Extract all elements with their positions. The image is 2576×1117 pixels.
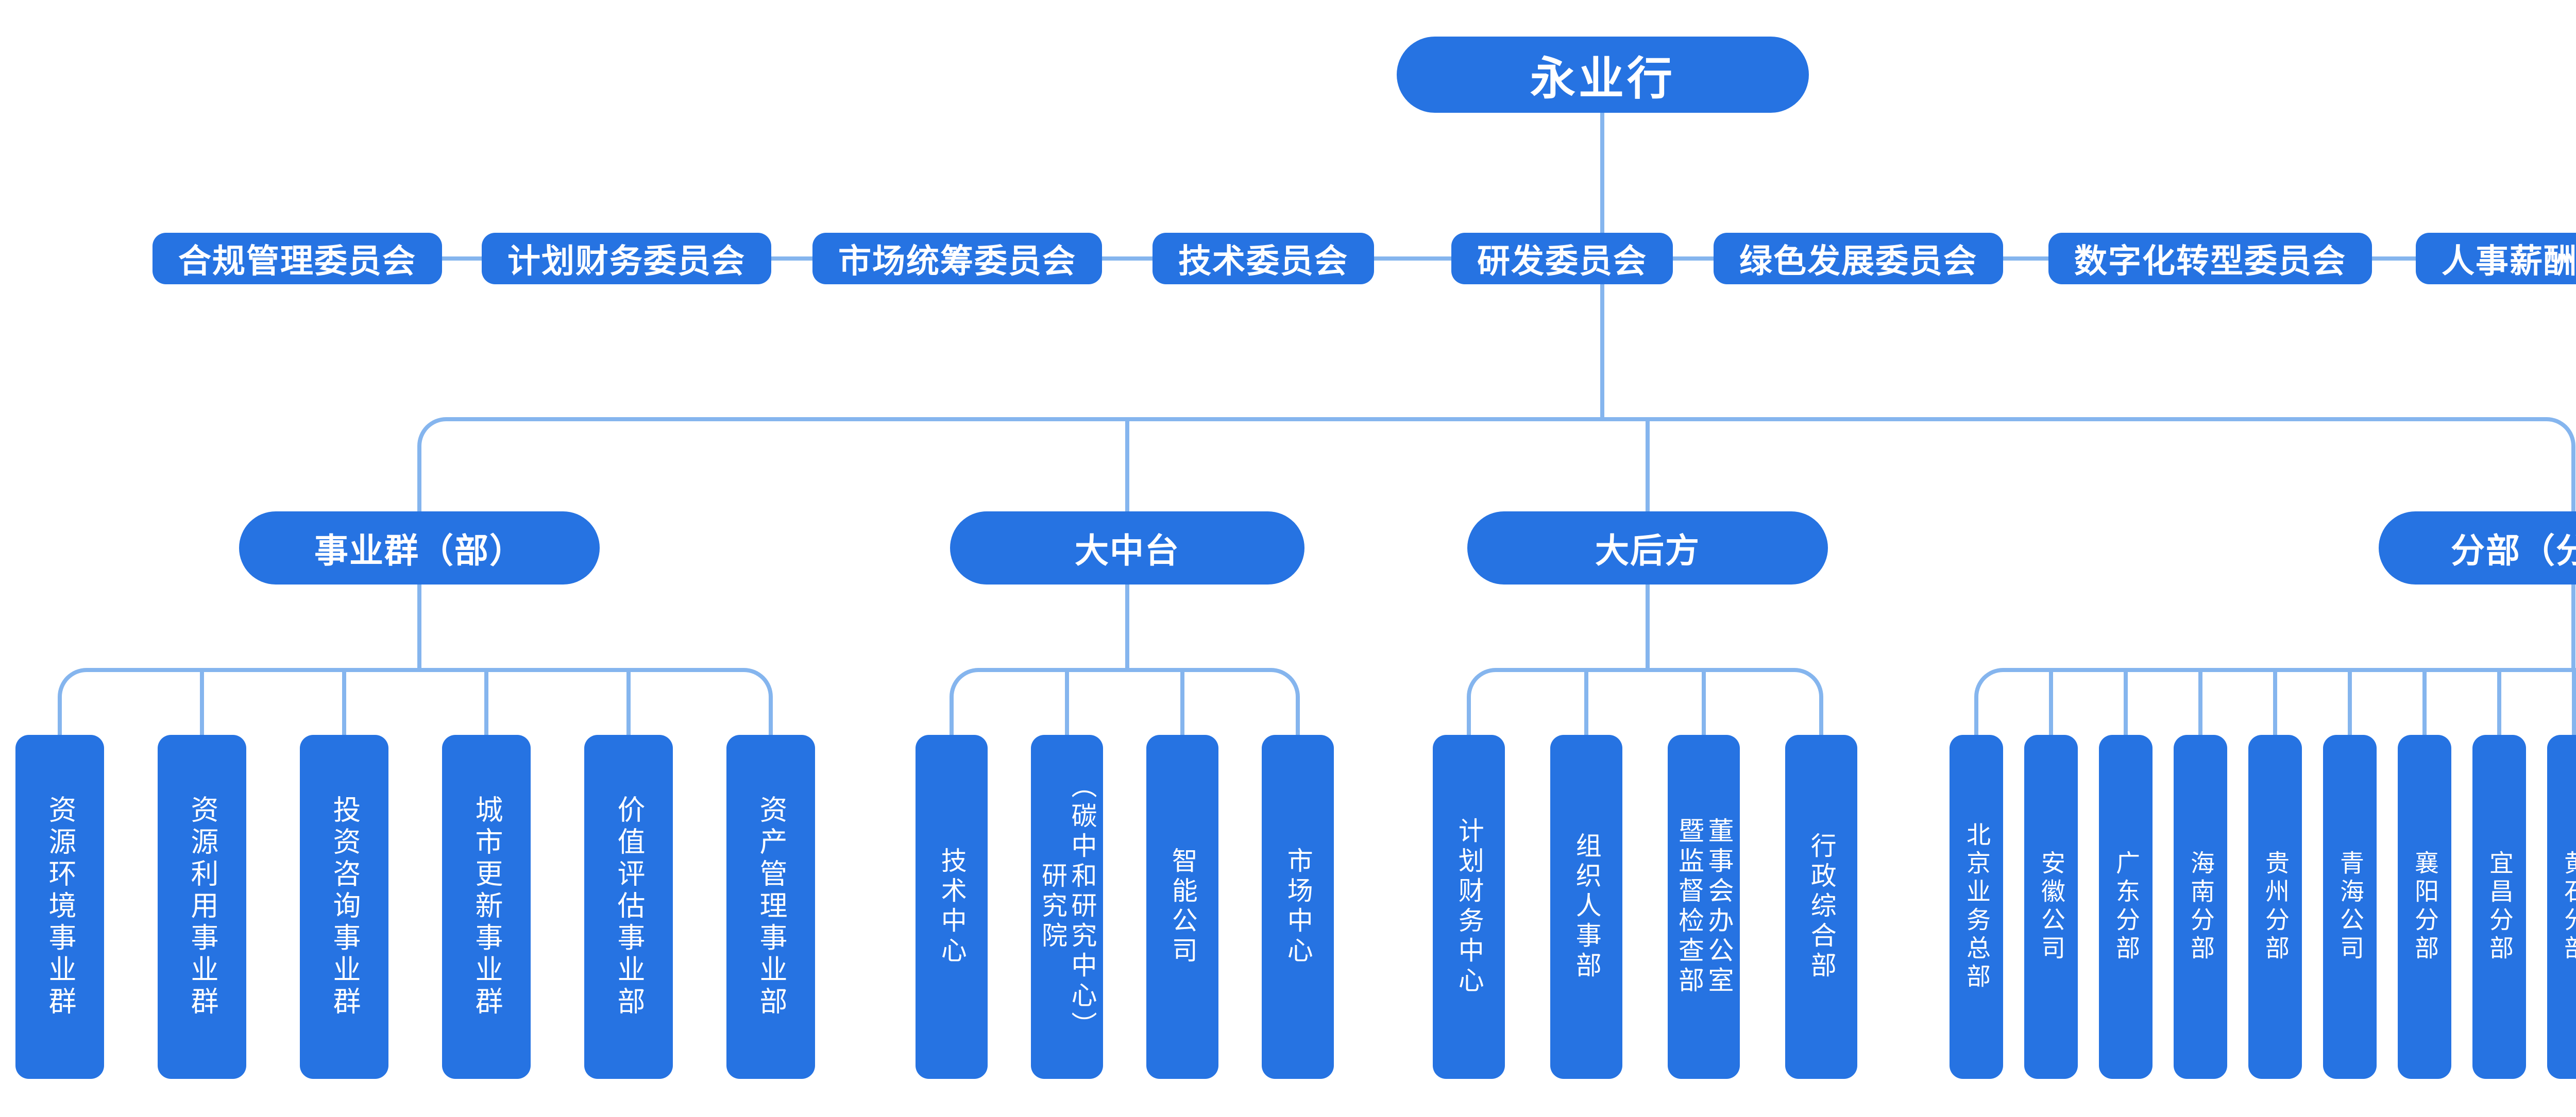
connector-committee-chain xyxy=(297,256,2576,261)
connector-child-stub xyxy=(2198,668,2202,735)
connector-child-stub xyxy=(626,668,631,735)
child-node: 北京业务总部 xyxy=(1950,735,2003,1079)
connector-main-stub xyxy=(1646,417,1650,511)
group-header-node: 事业群（部） xyxy=(239,511,600,585)
committee-node: 研发委员会 xyxy=(1451,233,1673,284)
connector-child-stub xyxy=(2348,668,2352,735)
connector-child-stub xyxy=(2422,668,2427,735)
connector-child-stub xyxy=(1065,668,1069,735)
connector-child-stub xyxy=(2124,668,2128,735)
child-node: 董事会办公室 暨监督检查部 xyxy=(1668,735,1740,1079)
committee-node: 技术委员会 xyxy=(1153,233,1374,284)
child-node: 投资咨询事业群 xyxy=(300,735,388,1079)
connector-child-stub xyxy=(1180,668,1184,735)
child-node: 组织人事部 xyxy=(1550,735,1622,1079)
connector-child-stub xyxy=(200,668,204,735)
committee-node: 人事薪酬委员会 xyxy=(2416,233,2576,284)
connector-child-stub xyxy=(484,668,488,735)
child-node: 贵州分部 xyxy=(2248,735,2302,1079)
child-node: 技术中心 xyxy=(916,735,988,1079)
group-header-node: 大后方 xyxy=(1467,511,1828,585)
connector-child-stub xyxy=(2049,668,2053,735)
committee-node: 合规管理委员会 xyxy=(152,233,442,284)
child-node: 广东分部 xyxy=(2099,735,2153,1079)
connector-header-stub xyxy=(417,582,421,672)
connector-header-stub xyxy=(2571,582,2575,672)
child-node: 襄阳分部 xyxy=(2398,735,2451,1079)
connector-child-stub xyxy=(1702,668,1706,735)
group-header-node: 分部（分公司） xyxy=(2379,511,2576,585)
connector-child-stub xyxy=(1584,668,1588,735)
child-node: 资产管理事业部 xyxy=(726,735,815,1079)
org-root-node: 永业行 xyxy=(1397,37,1809,113)
committee-node: 市场统筹委员会 xyxy=(812,233,1102,284)
connector-child-stub xyxy=(342,668,346,735)
connector-main-bracket xyxy=(417,417,2575,511)
committee-node: 绿色发展委员会 xyxy=(1714,233,2003,284)
connector-main-stub xyxy=(1125,417,1129,511)
child-node: 行政综合部 xyxy=(1785,735,1857,1079)
child-node: 海南分部 xyxy=(2174,735,2227,1079)
connector-group-bracket xyxy=(1467,668,1823,735)
child-node: 智能公司 xyxy=(1146,735,1218,1079)
child-node: 价值评估事业部 xyxy=(584,735,673,1079)
connector-group-bracket xyxy=(58,668,773,735)
child-node: 资源利用事业群 xyxy=(158,735,246,1079)
child-node: 计划财务中心 xyxy=(1433,735,1505,1079)
child-node: 市场中心 xyxy=(1262,735,1334,1079)
child-node: 城市更新事业群 xyxy=(442,735,531,1079)
child-node: 安徽公司 xyxy=(2024,735,2078,1079)
committee-node: 数字化转型委员会 xyxy=(2048,233,2372,284)
child-node: （碳中和研究中心） 研究院 xyxy=(1031,735,1103,1079)
connector-child-stub xyxy=(2497,668,2501,735)
connector-header-stub xyxy=(1646,582,1650,672)
connector-child-stub xyxy=(2572,668,2576,735)
child-node: 黄石分部 xyxy=(2547,735,2576,1079)
connector-child-stub xyxy=(2273,668,2277,735)
committee-node: 计划财务委员会 xyxy=(482,233,771,284)
child-node: 资源环境事业群 xyxy=(15,735,104,1079)
connector-group-bracket xyxy=(950,668,1300,735)
child-node: 宜昌分部 xyxy=(2472,735,2526,1079)
connector-header-stub xyxy=(1125,582,1129,672)
group-header-node: 大中台 xyxy=(950,511,1304,585)
child-node: 青海公司 xyxy=(2323,735,2377,1079)
